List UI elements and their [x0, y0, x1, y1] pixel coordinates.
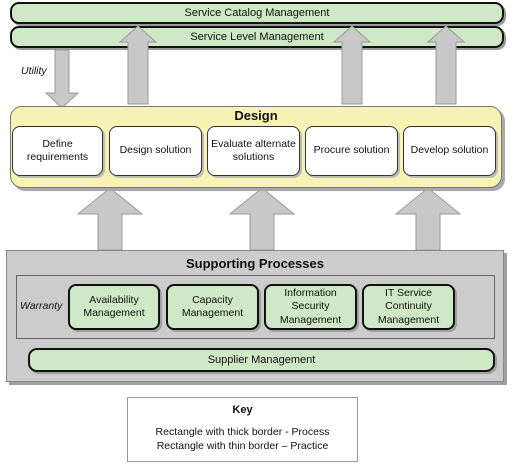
supplier-label: Supplier Management	[207, 354, 316, 366]
support-up-arrow-3	[394, 187, 462, 251]
key-box: Key Rectangle with thick border - Proces…	[127, 397, 358, 462]
service-catalog-management-bar: Service Catalog Management	[10, 2, 504, 24]
support-up-arrow-2	[228, 187, 296, 251]
service-level-label: Service Level Management	[190, 31, 324, 43]
design-up-arrow-2	[332, 25, 372, 105]
warranty-label: Warranty	[20, 300, 63, 312]
process-label: Develop solution	[410, 144, 489, 157]
process-capacity-management: Capacity Management	[166, 284, 259, 330]
process-it-service-continuity-management: IT Service Continuity Management	[362, 284, 455, 330]
service-catalog-label: Service Catalog Management	[184, 7, 330, 19]
process-procure-solution: Procure solution	[305, 126, 398, 176]
process-evaluate-alternate-solutions: Evaluate alternate solutions	[207, 126, 300, 176]
utility-down-arrow	[44, 49, 80, 109]
supplier-management-bar: Supplier Management	[28, 348, 495, 372]
support-up-arrow-1	[76, 187, 144, 251]
process-define-requirements: Define requirements	[12, 126, 103, 176]
key-line-practice: Rectangle with thin border – Practice	[156, 440, 329, 452]
process-label: Evaluate alternate solutions	[211, 137, 296, 163]
design-up-arrow-1	[118, 25, 158, 105]
process-label: Availability Management	[83, 293, 145, 319]
process-label: IT Service Continuity Management	[377, 287, 440, 326]
process-availability-management: Availability Management	[68, 284, 160, 330]
supporting-processes-title: Supporting Processes	[186, 255, 324, 271]
design-up-arrow-3	[426, 25, 466, 105]
process-develop-solution: Develop solution	[403, 126, 496, 176]
design-title: Design	[234, 107, 278, 123]
process-label: Define requirements	[26, 137, 89, 163]
process-label: Information Security Management	[279, 287, 342, 326]
process-label: Procure solution	[313, 144, 390, 157]
key-line-process: Rectangle with thick border - Process	[155, 426, 330, 438]
process-information-security-management: Information Security Management	[264, 284, 357, 330]
utility-label: Utility	[21, 65, 47, 77]
process-design-solution: Design solution	[109, 126, 202, 176]
key-title: Key	[232, 404, 253, 416]
process-label: Capacity Management	[181, 293, 244, 319]
process-label: Design solution	[119, 144, 192, 157]
